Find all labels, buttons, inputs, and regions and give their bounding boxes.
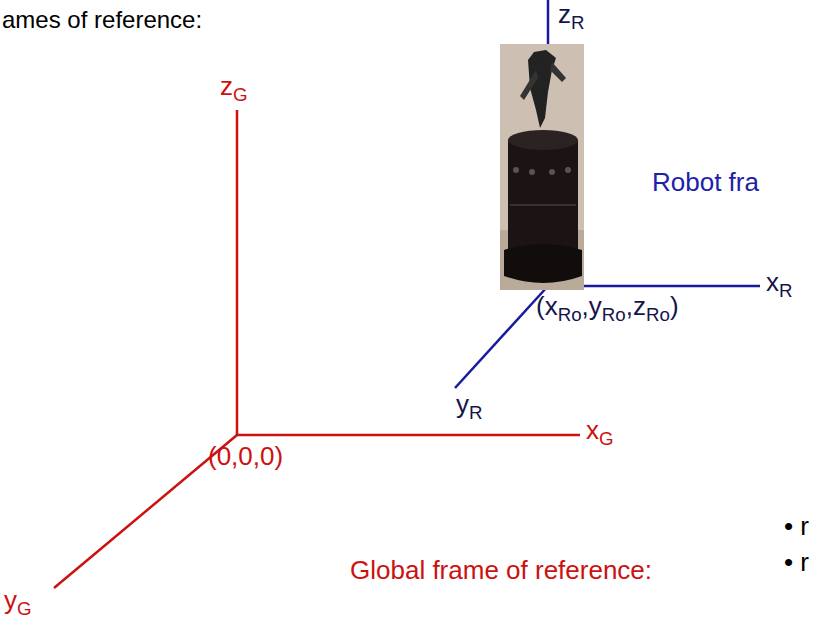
frame-title: Robot fra — [652, 168, 759, 198]
axis-label: xR — [766, 268, 793, 301]
origin-label: (xRo,yRo,zRo) — [536, 292, 679, 325]
robot-y-axis — [455, 286, 548, 388]
bullet-text: • r — [784, 512, 809, 542]
axis-label: yR — [456, 390, 483, 423]
axis-label: yG — [4, 586, 32, 619]
frame-title: Global frame of reference: — [350, 556, 652, 586]
robot-axes — [455, 0, 760, 388]
robot-photo — [500, 44, 584, 290]
heading-text: ames of reference: — [2, 6, 202, 34]
origin-label: (0,0,0) — [208, 442, 283, 472]
axis-label: zR — [558, 0, 585, 33]
axis-label: zG — [220, 72, 248, 105]
bullet-text: • r — [784, 548, 809, 578]
axis-label: xG — [586, 416, 614, 449]
global-x-axis — [237, 434, 580, 437]
global-z-axis — [236, 110, 239, 435]
